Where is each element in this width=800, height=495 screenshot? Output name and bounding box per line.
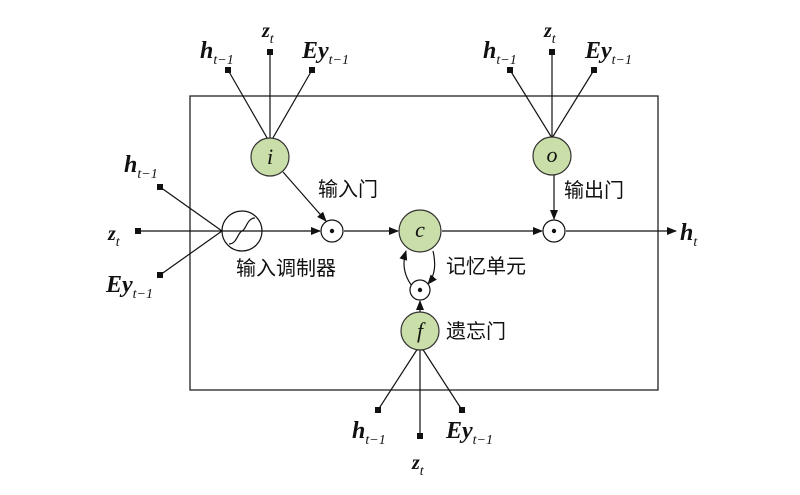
- output-gate-input-labels: ht−1 zt Eyt−1: [483, 20, 632, 68]
- input-modulator-input-labels: ht−1 zt Eyt−1: [105, 152, 158, 302]
- lstm-block-border: [189, 95, 659, 391]
- svg-text:ht−1: ht−1: [200, 38, 234, 68]
- svg-text:Eyt−1: Eyt−1: [445, 418, 493, 448]
- forget-gate-label: 遗忘门: [446, 319, 506, 343]
- svg-text:zt: zt: [411, 452, 425, 479]
- svg-text:ht−1: ht−1: [124, 152, 158, 182]
- svg-text:ht−1: ht−1: [352, 418, 386, 448]
- input-multiplier-node: [320, 219, 344, 243]
- memory-cell-node: c: [398, 209, 442, 253]
- input-modulator-inputs: [135, 184, 223, 278]
- output-h-label: ht: [680, 220, 698, 250]
- output-gate-inputs: [507, 49, 597, 139]
- input-gate-node: i: [250, 137, 290, 177]
- svg-text:c: c: [415, 217, 425, 242]
- input-gate-label: 输入门: [318, 177, 378, 201]
- forget-gate-inputs: [375, 344, 465, 439]
- svg-text:f: f: [417, 318, 426, 343]
- output-gate-label: 输出门: [564, 178, 624, 202]
- svg-text:zt: zt: [543, 20, 557, 47]
- svg-text:o: o: [547, 142, 558, 167]
- output-gate-node: o: [532, 136, 572, 176]
- forget-multiplier-node: [409, 279, 431, 301]
- input-modulator-label: 输入调制器: [236, 256, 336, 280]
- forget-gate-input-labels: ht−1 zt Eyt−1: [352, 418, 493, 479]
- forget-gate-node: f: [400, 311, 440, 351]
- main-flow: [262, 171, 677, 313]
- svg-text:Eyt−1: Eyt−1: [584, 38, 632, 68]
- output-multiplier-node: [542, 219, 566, 243]
- input-gate-inputs: [225, 49, 315, 144]
- svg-text:zt: zt: [261, 20, 275, 47]
- svg-text:zt: zt: [107, 223, 121, 250]
- memory-cell-label: 记忆单元: [446, 254, 526, 278]
- svg-text:i: i: [267, 144, 273, 169]
- input-gate-input-labels: ht−1 zt Eyt−1: [200, 20, 349, 68]
- svg-text:ht−1: ht−1: [483, 38, 517, 68]
- svg-text:Eyt−1: Eyt−1: [105, 272, 153, 302]
- svg-text:Eyt−1: Eyt−1: [301, 38, 349, 68]
- input-modulator-node: [221, 210, 263, 252]
